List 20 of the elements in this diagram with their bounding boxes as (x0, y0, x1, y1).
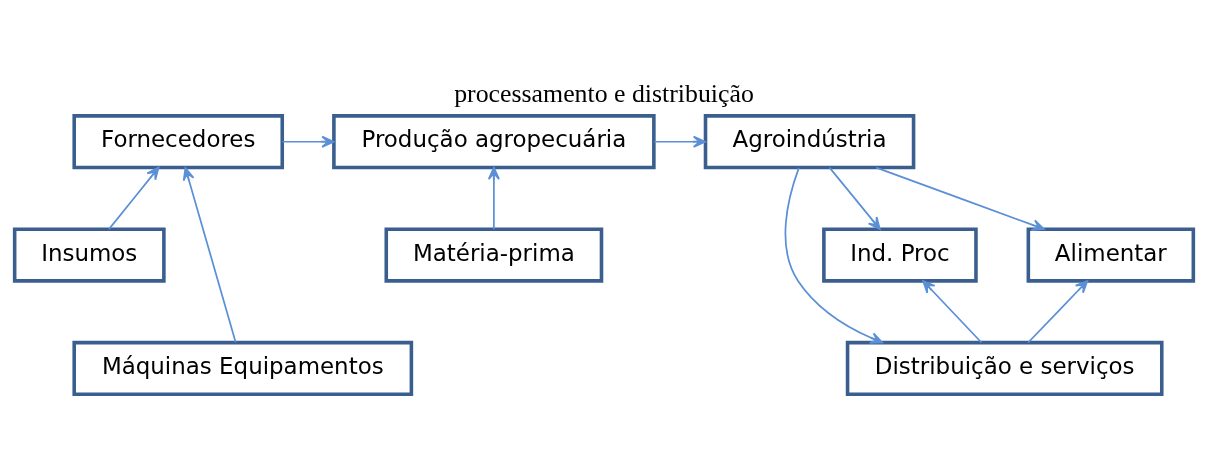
node-box: Agroindústria (703, 113, 916, 169)
arrow (922, 279, 983, 343)
node-box: Fornecedores (72, 113, 285, 169)
arrow (875, 166, 1045, 231)
arrow (828, 166, 881, 230)
node-box: Produção agropecuária (332, 113, 656, 169)
node-box: Matéria-prima (384, 226, 604, 283)
node-box: Insumos (12, 226, 166, 283)
arrow (182, 166, 237, 343)
arrow (487, 166, 500, 230)
node-box: Máquinas Equipamentos (72, 340, 414, 396)
node-box: Ind. Proc (822, 226, 978, 283)
diagram-title: processamento e distribuição (454, 78, 754, 108)
arrow (653, 135, 706, 148)
node-box: Alimentar (1026, 226, 1196, 283)
node-box: Distribuição e serviços (845, 340, 1164, 396)
arrow (281, 135, 335, 148)
arrow (108, 166, 160, 230)
arrow (784, 166, 884, 344)
arrow (1027, 279, 1089, 343)
